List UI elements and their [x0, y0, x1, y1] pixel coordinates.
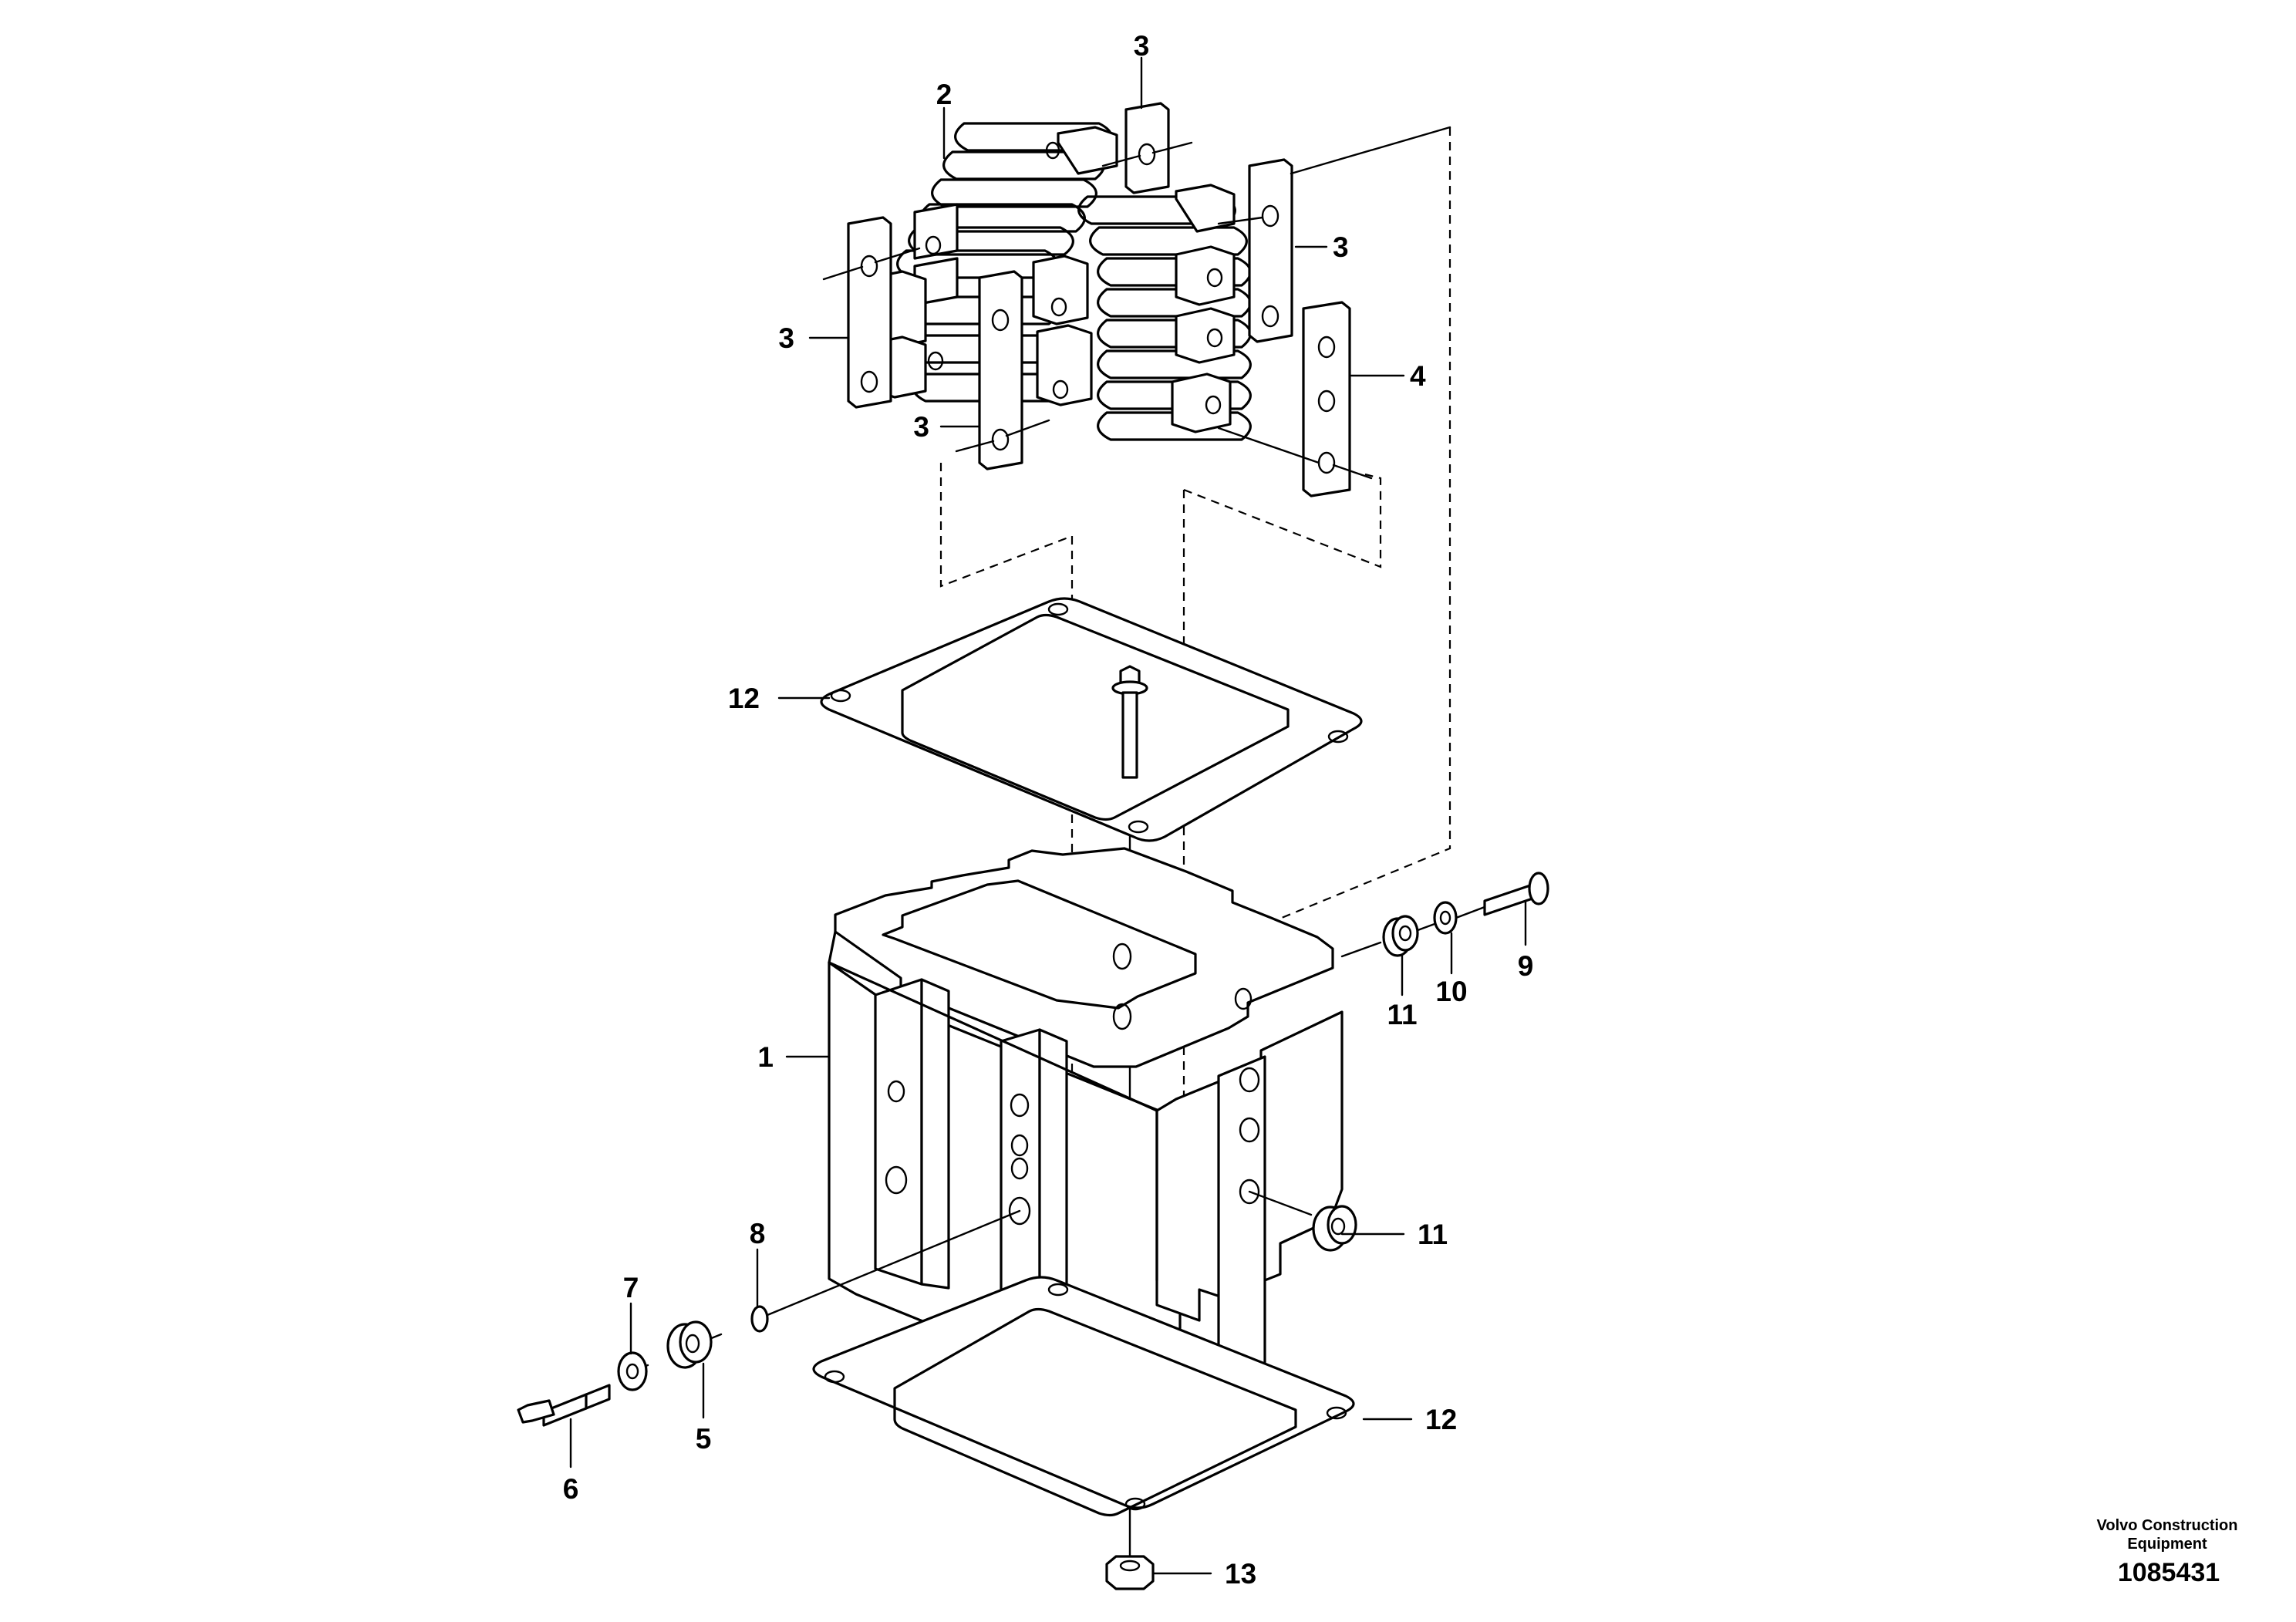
callout-leaders [569, 56, 1527, 1575]
right-fittings [1248, 872, 1549, 1252]
left-fittings [517, 1209, 1021, 1427]
callout-2: 2 [936, 79, 952, 110]
callout-4: 4 [1410, 360, 1426, 392]
callout-3-top: 3 [1134, 30, 1150, 62]
callout-8: 8 [750, 1218, 766, 1249]
bushing-5 [666, 1320, 713, 1369]
callout-9: 9 [1518, 950, 1534, 982]
callout-11-lower: 11 [1418, 1219, 1448, 1250]
o-ring-8 [750, 1305, 769, 1333]
callout-13: 13 [1225, 1558, 1256, 1590]
housing [828, 847, 1344, 1427]
callout-5: 5 [696, 1423, 712, 1455]
brand-line-2: Equipment [2127, 1536, 2207, 1553]
callout-10: 10 [1435, 976, 1467, 1007]
stud-6 [517, 1384, 611, 1427]
brand-line-1: Volvo Construction [2097, 1517, 2238, 1534]
callout-3-lower: 3 [913, 411, 929, 443]
washer-10 [1433, 901, 1458, 935]
fitting-11-lower [1312, 1205, 1357, 1252]
callout-numbers: 2 3 3 3 3 4 12 1 9 10 11 11 8 7 5 6 12 1… [563, 30, 1534, 1590]
through-bolt [1111, 665, 1148, 779]
callout-12-bottom: 12 [1425, 1404, 1457, 1435]
footer-block: Volvo Construction Equipment 1085431 [2097, 1517, 2238, 1587]
upper-gasket [820, 597, 1363, 842]
callout-3-right: 3 [1333, 231, 1349, 263]
callout-7: 7 [623, 1272, 639, 1303]
callout-11-upper: 11 [1387, 999, 1417, 1030]
callout-3-left: 3 [778, 322, 794, 354]
lower-gasket [812, 1276, 1355, 1517]
coil-assembly [822, 102, 1373, 497]
drawing-number: 1085431 [2118, 1558, 2220, 1587]
callout-6: 6 [563, 1473, 579, 1505]
washer-7 [617, 1351, 648, 1391]
callout-12-top: 12 [728, 683, 760, 714]
bolt-9 [1483, 872, 1549, 916]
nut-13 [1105, 1555, 1155, 1590]
fitting-11-upper [1382, 915, 1419, 957]
callout-1: 1 [757, 1041, 774, 1073]
